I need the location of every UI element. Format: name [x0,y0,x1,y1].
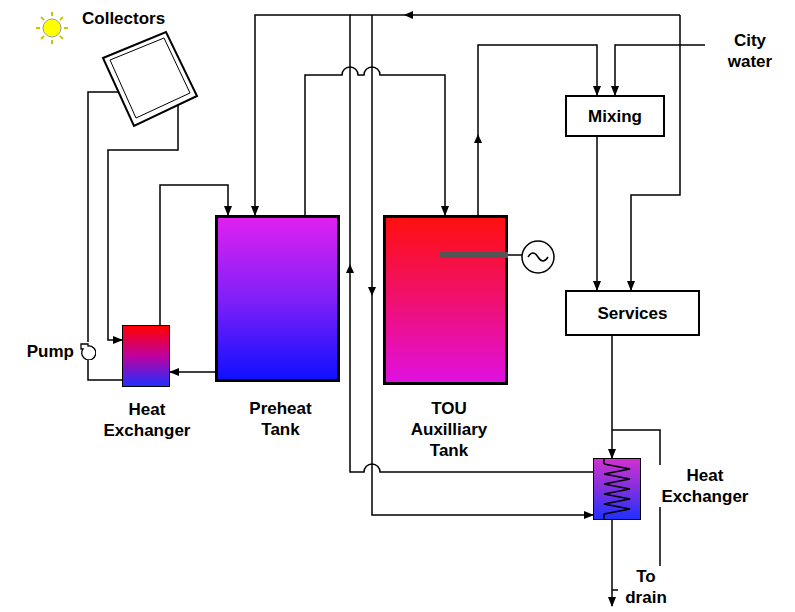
pipe-connector [596,137,598,290]
pipe-connector [88,360,122,380]
coil-line [604,464,630,514]
coil-symbol [594,459,640,519]
collector-glazing [110,38,190,118]
drain-pipe [611,520,613,606]
top-supply-pipe [350,14,680,16]
power-source-symbol [522,241,554,273]
pump-symbol: Pump [80,342,96,360]
tou-auxiliary-tank: TOU Auxilliary Tank [383,215,508,385]
sun-icon [36,12,68,44]
flow-arrow [368,287,376,296]
box-label: Mixing [567,106,663,127]
pipe-connector [611,336,613,458]
component-label: Pump [18,341,76,362]
solar-collector: Collectors [100,30,200,130]
component-label: Heat Exchanger [646,465,764,507]
pump-icon [80,342,96,360]
heat-exchanger: Heat Exchanger [122,325,170,387]
box-label: Services [567,303,698,324]
heater-element [440,252,508,258]
cold-supply-pipe [631,15,680,290]
component-label: Preheat Tank [233,398,328,440]
drain-heat-exchanger: Heat Exchanger [593,458,641,520]
flow-label: City water [712,30,788,72]
pipe-connector [305,67,445,215]
process-box: Mixing [565,95,665,137]
flow-label: To drain [618,566,674,608]
component-label: Heat Exchanger [89,399,205,441]
pump-body [81,344,96,360]
pipe-connector [170,371,215,373]
city-water-pipe [615,45,705,95]
component-label: Collectors [80,8,180,29]
heater-wire [508,254,522,256]
process-box: Services [565,290,700,336]
component-label: TOU Auxilliary Tank [394,398,504,461]
collector-outline [103,32,197,126]
pipe-connector [108,90,178,340]
flow-arrow [404,11,413,19]
ac-wave [528,253,548,261]
preheat-tank: Preheat Tank [215,215,340,382]
coil-lead [603,514,605,519]
coil-lead [603,459,605,464]
pipe-connector [88,92,120,342]
collector-panel [100,30,200,130]
recovery-inlet-pipe [372,15,593,515]
